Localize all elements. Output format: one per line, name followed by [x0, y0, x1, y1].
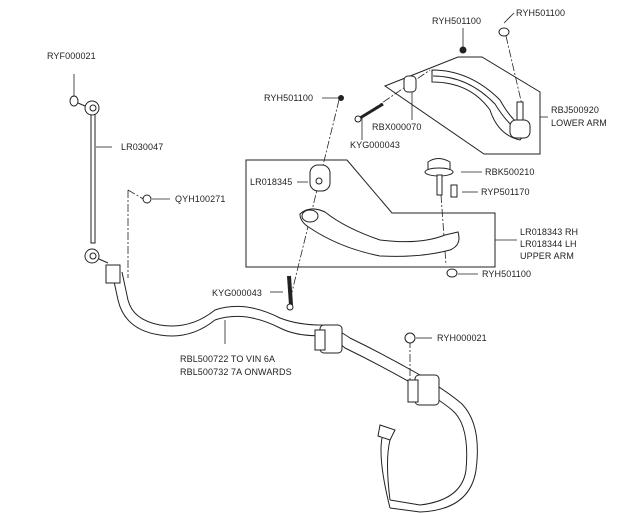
label-ryh501100-left: RYH501100 — [264, 93, 314, 103]
label-lower-arm: LOWER ARM — [551, 118, 607, 128]
lower-arm-part — [338, 27, 531, 141]
label-ryh501100-topright: RYH501100 — [516, 8, 566, 18]
label-rbx000070: RBX000070 — [372, 122, 422, 132]
label-lr018343: LR018343 RH — [520, 227, 579, 237]
label-lr030047: LR030047 — [121, 142, 164, 152]
label-rbl500722: RBL500722 TO VIN 6A — [180, 354, 276, 364]
label-ryh501100-bottom: RYH501100 — [482, 269, 532, 279]
label-ryh501100-top: RYH501100 — [432, 16, 482, 26]
label-rbl500732: RBL500732 7A ONWARDS — [180, 367, 292, 377]
leader-lines — [73, 12, 548, 344]
upper-arm-part — [286, 158, 460, 311]
label-ryp501170: RYP501170 — [481, 187, 530, 197]
label-lr018345: LR018345 — [250, 177, 293, 187]
label-kyg000043-lower: KYG000043 — [212, 288, 262, 298]
stabilizer-bar — [105, 264, 478, 513]
label-lr018344: LR018344 LH — [520, 239, 577, 249]
label-qyh100271: QYH100271 — [175, 194, 226, 204]
upper-arm-frame — [245, 159, 496, 268]
drop-link — [69, 95, 152, 264]
label-rbk500210: RBK500210 — [485, 167, 535, 177]
label-kyg000043-upper: KYG000043 — [350, 140, 400, 150]
lower-arm-frame — [383, 56, 541, 155]
label-rbj500920: RBJ500920 — [551, 105, 599, 115]
label-upper-arm: UPPER ARM — [520, 251, 574, 261]
label-ryf000021: RYF000021 — [47, 51, 96, 61]
label-ryh000021: RYH000021 — [437, 333, 487, 343]
